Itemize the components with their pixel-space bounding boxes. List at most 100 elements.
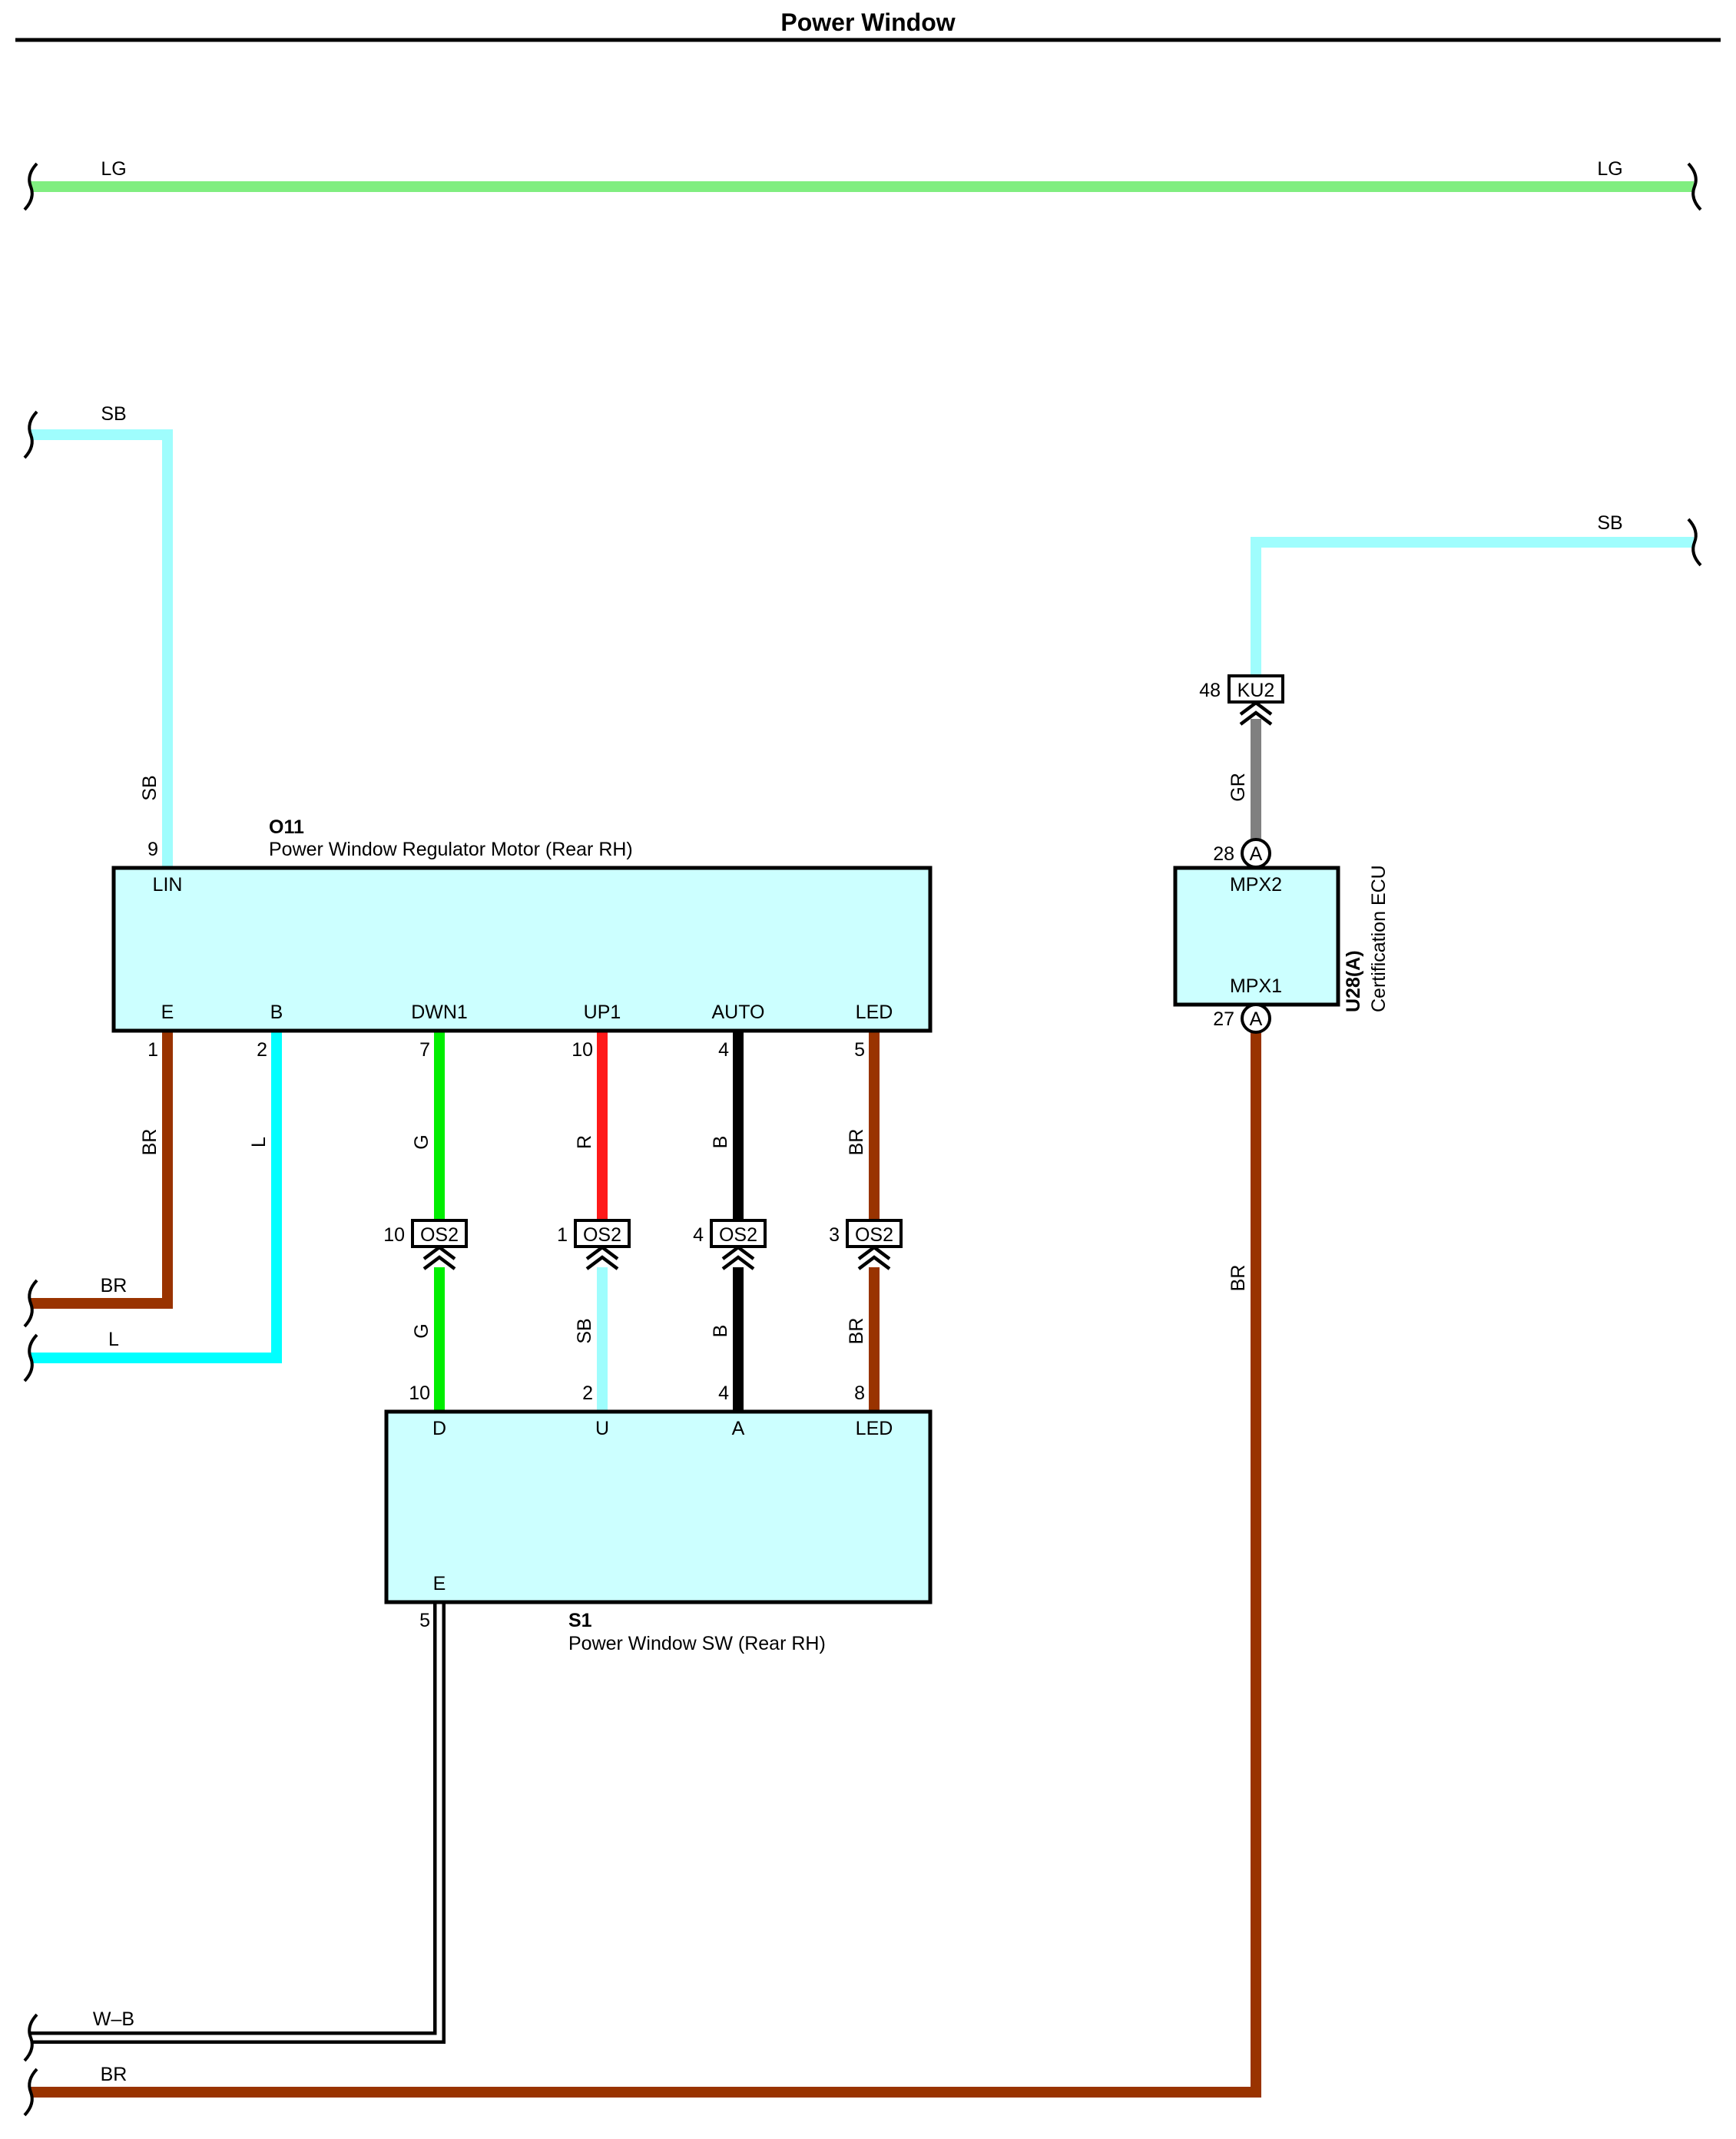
- ecu-connector-mpx2: [1241, 838, 1271, 869]
- switch-component: 10 2 4 8 D U A LED E 5 S1 Power Window S…: [384, 1382, 933, 1654]
- diagram-title: Power Window: [780, 8, 955, 36]
- motor-pin-name-up1: UP1: [584, 1002, 621, 1023]
- break-mark-lg-left: [23, 162, 38, 211]
- ecu-connector-mpx1: [1241, 1003, 1271, 1034]
- connector-box: [1227, 674, 1284, 704]
- motor-code: O11: [269, 816, 304, 838]
- break-mark-br-left: [23, 1279, 38, 1328]
- connector-box: [710, 1219, 767, 1248]
- switch-pin-name-led: LED: [856, 1418, 893, 1439]
- motor-pin-number-auto: 4: [718, 1039, 729, 1061]
- connector-arrow-icon: [585, 1245, 619, 1270]
- motor-pin-number-b: 2: [257, 1039, 267, 1061]
- switch-pin-name-a: A: [732, 1418, 745, 1439]
- connector-pin-number: 3: [829, 1224, 840, 1246]
- ecu-pin-number-mpx2: 28: [1213, 843, 1234, 865]
- wire-label-br-ecu: BR: [1227, 1265, 1249, 1292]
- connector-pin-number: 1: [557, 1224, 568, 1246]
- connector-os2-led: OS2 3: [829, 1219, 903, 1270]
- wire-wb-inner: [31, 1604, 442, 2041]
- wire-label-br-led-lower: BR: [846, 1318, 867, 1345]
- switch-box: [384, 1409, 933, 1604]
- connector-code: OS2: [420, 1224, 459, 1246]
- switch-pin-number-u: 2: [582, 1382, 593, 1404]
- wire-sb-lin: [31, 429, 173, 866]
- break-mark-sb-right: [1687, 518, 1702, 567]
- wire-label-r-upper: R: [574, 1135, 595, 1149]
- connector-code: OS2: [583, 1224, 621, 1246]
- connector-code: OS2: [719, 1224, 757, 1246]
- switch-pin-number-a: 4: [718, 1382, 729, 1404]
- motor-pin-number-up1: 10: [571, 1039, 593, 1061]
- motor-pin-number-e: 1: [147, 1039, 158, 1061]
- motor-pin-name-e: E: [161, 1002, 174, 1023]
- connector-pin-number: 4: [693, 1224, 704, 1246]
- wire-label-g-upper: G: [411, 1134, 432, 1149]
- motor-pin-name-auto: AUTO: [712, 1002, 765, 1023]
- wire-label-sb-top-left: SB: [101, 403, 126, 425]
- motor-pin-name-led: LED: [856, 1002, 893, 1023]
- wire-wb: [31, 1604, 446, 2044]
- wire-label-l-left: L: [108, 1329, 119, 1350]
- wire-label-br-left: BR: [101, 1275, 128, 1296]
- motor-pin-number-lin: 9: [147, 839, 158, 860]
- ecu-pin-name-mpx1: MPX1: [1230, 975, 1282, 997]
- motor-pin-name-b: B: [270, 1002, 283, 1023]
- switch-name: Power Window SW (Rear RH): [568, 1633, 826, 1654]
- connector-code: KU2: [1237, 680, 1275, 701]
- wire-label-gr: GR: [1227, 773, 1249, 802]
- motor-pin-number-led: 5: [854, 1039, 865, 1061]
- switch-code: S1: [568, 1610, 592, 1631]
- connector-arrow-icon: [422, 1245, 456, 1270]
- wire-label-l-motor-b: L: [248, 1137, 270, 1147]
- connector-os2-up: OS2 1: [557, 1219, 631, 1270]
- ecu-code: U28(A): [1343, 950, 1364, 1012]
- wire-l-motor-b: [31, 1031, 282, 1363]
- motor-name: Power Window Regulator Motor (Rear RH): [269, 839, 633, 860]
- motor-component: O11 Power Window Regulator Motor (Rear R…: [111, 816, 933, 1061]
- connector-arrow-icon: [857, 1245, 891, 1270]
- wire-label-sb-right: SB: [1597, 512, 1622, 534]
- switch-pin-name-e: E: [433, 1573, 446, 1594]
- ecu-component: MPX2 MPX1 A 28 A 27 U28(A) Certification…: [1173, 838, 1390, 1034]
- wire-label-sb-lower: SB: [574, 1318, 595, 1343]
- connector-arrow-icon: [721, 1245, 755, 1270]
- connector-os2-dwn: OS2 10: [383, 1219, 468, 1270]
- wire-label-sb-vertical: SB: [139, 775, 161, 800]
- wire-br-ecu: [31, 1029, 1261, 2098]
- wire-sb-ku2: [1251, 537, 1694, 676]
- connector-ku2: KU2 48: [1199, 674, 1284, 726]
- connector-pin-number: 10: [383, 1224, 405, 1246]
- break-mark-wb-left: [23, 2013, 38, 2062]
- connector-code: OS2: [855, 1224, 893, 1246]
- connector-arrow-icon: [1239, 700, 1273, 726]
- connector-os2-auto: OS2 4: [693, 1219, 767, 1270]
- break-mark-sb-left: [23, 410, 38, 459]
- switch-pin-number-e: 5: [419, 1610, 430, 1631]
- switch-pin-name-d: D: [432, 1418, 446, 1439]
- motor-box: [111, 866, 933, 1033]
- ecu-connector-letter-mpx1: A: [1250, 1008, 1263, 1030]
- motor-pin-number-dwn1: 7: [419, 1039, 430, 1061]
- ecu-name: Certification ECU: [1368, 865, 1390, 1012]
- wire-label-lg-right: LG: [1597, 158, 1622, 180]
- ecu-pin-name-mpx2: MPX2: [1230, 874, 1282, 896]
- switch-pin-name-u: U: [595, 1418, 609, 1439]
- wire-label-br-led-upper: BR: [846, 1129, 867, 1156]
- switch-pin-number-d: 10: [409, 1382, 430, 1404]
- switch-pin-number-led: 8: [854, 1382, 865, 1404]
- connector-pin-number: 48: [1199, 680, 1221, 701]
- motor-pin-name-lin: LIN: [153, 874, 183, 896]
- break-mark-br-bottom: [23, 2068, 38, 2117]
- ecu-box: [1173, 866, 1340, 1007]
- wire-label-g-lower: G: [411, 1323, 432, 1338]
- motor-pin-name-dwn1: DWN1: [411, 1002, 468, 1023]
- wire-label-wb-left: W–B: [93, 2008, 134, 2030]
- wire-label-b-upper: B: [710, 1136, 731, 1149]
- ecu-pin-number-mpx1: 27: [1213, 1008, 1234, 1030]
- wire-label-b-lower: B: [710, 1325, 731, 1338]
- break-mark-l-left: [23, 1333, 38, 1382]
- wire-label-br-motor-e: BR: [139, 1129, 161, 1156]
- wire-br-motor-e: [31, 1031, 173, 1309]
